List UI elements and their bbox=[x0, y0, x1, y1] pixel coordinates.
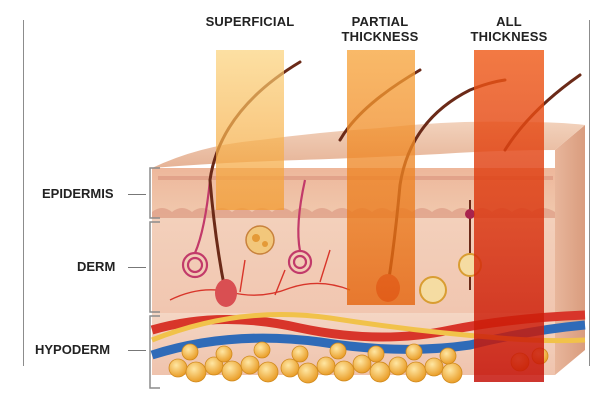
fat-cell bbox=[292, 346, 308, 362]
fat-cell bbox=[222, 361, 242, 381]
column-label-all-thickness: ALL THICKNESS bbox=[445, 14, 573, 44]
fat-cell bbox=[389, 357, 407, 375]
column-label-line: ALL bbox=[445, 14, 573, 29]
column-label-superficial: SUPERFICIAL bbox=[186, 14, 314, 29]
column-label-line: THICKNESS bbox=[316, 29, 444, 44]
fat-cell bbox=[216, 346, 232, 362]
fat-cell bbox=[425, 358, 443, 376]
column-label-line: SUPERFICIAL bbox=[186, 14, 314, 29]
fat-cell bbox=[169, 359, 187, 377]
fat-cell bbox=[406, 344, 422, 360]
skin-block-side bbox=[555, 125, 585, 375]
layer-tick-hypoderm bbox=[128, 350, 146, 351]
fat-cell bbox=[182, 344, 198, 360]
fat-cell bbox=[186, 362, 206, 382]
fat-cell bbox=[406, 362, 426, 382]
fat-cell bbox=[368, 346, 384, 362]
layer-tick-epidermis bbox=[128, 194, 146, 195]
fat-cell bbox=[370, 362, 390, 382]
layer-label-derm: DERM bbox=[77, 259, 115, 274]
burn-column-partial-thickness bbox=[347, 50, 415, 305]
burn-column-superficial bbox=[216, 50, 284, 210]
fat-cell bbox=[353, 355, 371, 373]
fat-cell bbox=[330, 343, 346, 359]
column-label-partial-thickness: PARTIAL THICKNESS bbox=[316, 14, 444, 44]
fat-cell bbox=[317, 357, 335, 375]
burn-column-all-thickness bbox=[474, 50, 544, 382]
fat-cell bbox=[241, 356, 259, 374]
fat-cell bbox=[334, 361, 354, 381]
layer-tick-derm bbox=[128, 267, 146, 268]
fat-cell bbox=[258, 362, 278, 382]
fat-cell bbox=[440, 348, 456, 364]
layer-label-hypoderm: HYPODERM bbox=[35, 342, 110, 357]
sebaceous-gland bbox=[246, 226, 274, 254]
fat-cell bbox=[254, 342, 270, 358]
fat-cell bbox=[298, 363, 318, 383]
layer-label-epidermis: EPIDERMIS bbox=[42, 186, 114, 201]
fat-cell bbox=[442, 363, 462, 383]
column-label-line: THICKNESS bbox=[445, 29, 573, 44]
column-label-line: PARTIAL bbox=[316, 14, 444, 29]
fat-cell bbox=[281, 359, 299, 377]
